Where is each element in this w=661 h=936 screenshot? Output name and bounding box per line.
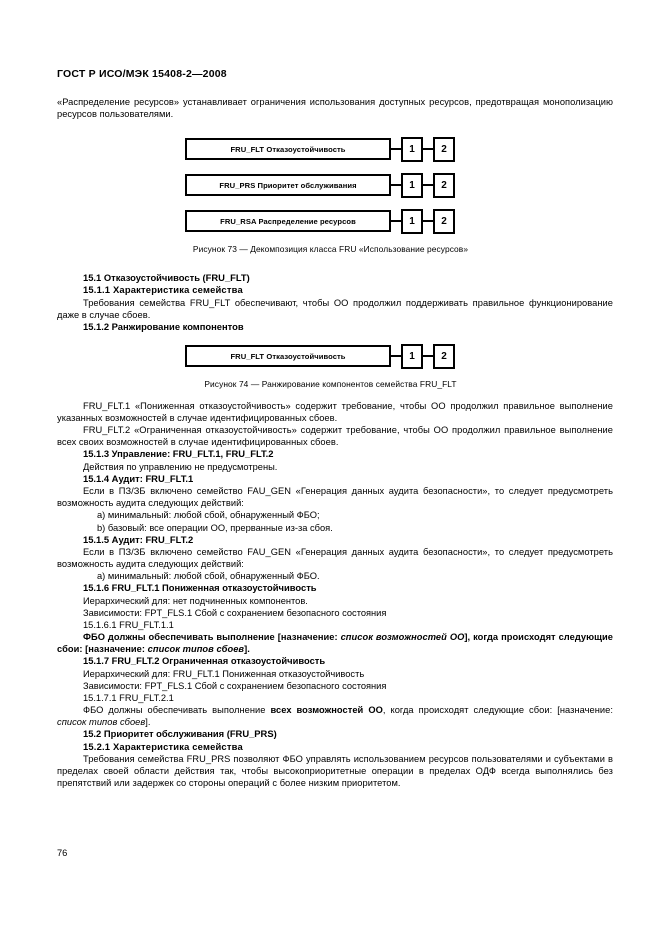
family-box: FRU_FLT Отказоустойчивость	[185, 345, 391, 367]
connector-line	[391, 220, 401, 222]
connector-line	[391, 184, 401, 186]
family-label: FRU_PRS Приоритет обслуживания	[219, 180, 357, 190]
family-label: FRU_FLT Отказоустойчивость	[230, 351, 346, 361]
component-box: 2	[433, 208, 455, 234]
list-item: a) минимальный: любой сбой, обнаруженный…	[97, 510, 320, 521]
heading-15-1-1: 15.1.1 Характеристика семейства	[83, 284, 243, 296]
paragraph-flt1: FRU_FLT.1 «Пониженная отказоустойчивость…	[57, 401, 613, 424]
intro-paragraph-block: «Распределение ресурсов» устанавливает о…	[57, 96, 613, 120]
heading-15-1-4: 15.1.4 Аудит: FRU_FLT.1	[83, 472, 194, 484]
heading-15-1-5: 15.1.5 Аудит: FRU_FLT.2	[83, 533, 194, 545]
document-header: ГОСТ Р ИСО/МЭК 15408-2—2008	[57, 68, 227, 80]
section-block-remaining: FRU_FLT.1 «Пониженная отказоустойчивость…	[57, 400, 613, 789]
component-box: 1	[401, 136, 423, 162]
figure-73-caption: Рисунок 73 — Декомпозиция класса FRU «Ис…	[192, 244, 469, 254]
req7-strong: всех возможностей ОО	[270, 704, 383, 715]
family-label: FRU_RSA Распределение ресурсов	[220, 216, 356, 226]
paragraph-15-1-3-body: Действия по управлению не предусмотрены.	[83, 461, 278, 472]
family-box: FRU_RSA Распределение ресурсов	[185, 210, 391, 232]
paragraph-15-2-1-body: Требования семейства FRU_PRS позволяют Ф…	[57, 753, 613, 789]
req7-text-c: ].	[145, 717, 151, 727]
heading-15-1-3: 15.1.3 Управление: FRU_FLT.1, FRU_FLT.2	[83, 448, 274, 460]
requirement-15-1-6-1: ФБО должны обеспечивать выполнение [назн…	[57, 631, 613, 655]
label-15-1-7-1: 15.1.7.1 FRU_FLT.2.1	[83, 692, 174, 703]
requirement-15-1-7-1: ФБО должны обеспечивать выполнение всех …	[57, 704, 613, 728]
heading-15-1-2: 15.1.2 Ранжирование компонентов	[83, 321, 244, 332]
req7-assignment: список типов сбоев	[57, 717, 146, 727]
component-box: 1	[401, 343, 423, 369]
connector-line	[391, 355, 401, 357]
family-box: FRU_PRS Приоритет обслуживания	[185, 174, 391, 196]
intro-paragraph: «Распределение ресурсов» устанавливает о…	[57, 97, 613, 120]
paragraph-15-1-1-body: Требования семейства FRU_FLT обеспечиваю…	[57, 297, 613, 320]
diagram-row: FRU_RSA Распределение ресурсов 1 2	[0, 208, 661, 234]
page-number: 76	[57, 848, 68, 858]
paragraph-15-1-7-hierarchical: Иерархический для: FRU_FLT.1 Пониженная …	[83, 668, 365, 679]
req-text-a: ФБО должны обеспечивать выполнение [назн…	[83, 632, 341, 643]
req7-text-b: , когда происходят следующие сбои: [назн…	[382, 704, 614, 715]
paragraph-15-1-7-dependencies: Зависимости: FPT_FLS.1 Сбой с сохранение…	[83, 680, 387, 691]
paragraph-15-1-6-dependencies: Зависимости: FPT_FLS.1 Сбой с сохранение…	[83, 607, 387, 618]
req7-text-a: ФБО должны обеспечивать выполнение	[83, 704, 271, 715]
paragraph-15-1-4-body: Если в ПЗ/ЗБ включено семейство FAU_GEN …	[57, 486, 613, 509]
section-block-15-1: 15.1 Отказоустойчивость (FRU_FLT) 15.1.1…	[57, 272, 613, 333]
connector-line	[391, 148, 401, 150]
diagram-row: FRU_FLT Отказоустойчивость 1 2	[0, 136, 661, 162]
family-label: FRU_FLT Отказоустойчивость	[230, 144, 346, 154]
connector-line	[423, 355, 433, 357]
heading-15-1-7: 15.1.7 FRU_FLT.2 Ограниченная отказоусто…	[83, 655, 326, 667]
figure-74-caption: Рисунок 74 — Ранжирование компонентов се…	[204, 379, 457, 389]
component-box: 2	[433, 343, 455, 369]
component-box: 1	[401, 208, 423, 234]
diagram-row: FRU_FLT Отказоустойчивость 1 2	[0, 343, 661, 369]
connector-line	[423, 220, 433, 222]
list-item: a) минимальный: любой сбой, обнаруженный…	[97, 571, 320, 582]
figure-74: FRU_FLT Отказоустойчивость 1 2 Рисунок 7…	[0, 343, 661, 389]
list-item: b) базовый: все операции ОО, прерванные …	[97, 522, 333, 533]
req-text-b: ], когда происходят следующие сбои: [наз…	[57, 632, 613, 655]
figure-73: FRU_FLT Отказоустойчивость 1 2 FRU_PRS П…	[0, 136, 661, 254]
paragraph-15-1-5-body: Если в ПЗ/ЗБ включено семейство FAU_GEN …	[57, 547, 613, 570]
req-assignment-2: список типов сбоев	[147, 644, 245, 655]
connector-line	[423, 148, 433, 150]
heading-15-1-6: 15.1.6 FRU_FLT.1 Пониженная отказоустойч…	[83, 582, 317, 594]
family-box: FRU_FLT Отказоустойчивость	[185, 138, 391, 160]
component-box: 2	[433, 172, 455, 198]
component-box: 1	[401, 172, 423, 198]
paragraph-15-1-6-hierarchical: Иерархический для: нет подчиненных компо…	[83, 595, 308, 606]
req-assignment-1: список возможностей ОО	[340, 632, 465, 643]
component-box: 2	[433, 136, 455, 162]
heading-15-1: 15.1 Отказоустойчивость (FRU_FLT)	[83, 272, 250, 283]
connector-line	[423, 184, 433, 186]
heading-15-2: 15.2 Приоритет обслуживания (FRU_PRS)	[83, 728, 277, 740]
heading-15-2-1: 15.2.1 Характеристика семейства	[83, 740, 243, 752]
diagram-row: FRU_PRS Приоритет обслуживания 1 2	[0, 172, 661, 198]
req-text-c: ].	[244, 644, 250, 655]
label-15-1-6-1: 15.1.6.1 FRU_FLT.1.1	[83, 619, 174, 630]
paragraph-flt2: FRU_FLT.2 «Ограниченная отказоустойчивос…	[57, 425, 613, 448]
